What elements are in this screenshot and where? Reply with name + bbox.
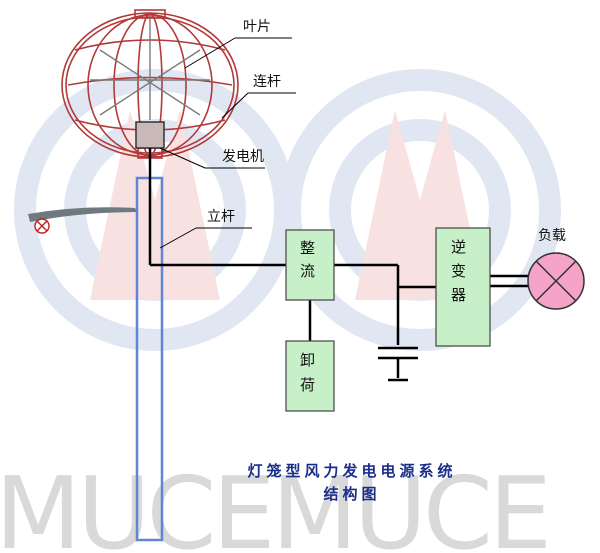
rectifier-box <box>285 229 335 301</box>
pole-label: 立杆 <box>207 209 235 225</box>
rectifier-label-1: 整 <box>300 239 315 257</box>
dump-load-label-2: 荷 <box>300 376 315 394</box>
output-wires <box>490 274 528 288</box>
rectifier-label-2: 流 <box>300 262 315 280</box>
dump-load-box <box>285 340 335 412</box>
inverter-label-2: 变 <box>451 262 466 280</box>
leader-lines <box>159 37 296 249</box>
generator-label: 发电机 <box>222 149 264 165</box>
dump-load-label-1: 卸 <box>300 351 315 369</box>
inverter-box <box>435 227 491 347</box>
lamp-icon <box>34 218 50 234</box>
load-label: 负载 <box>538 228 566 244</box>
turbine-rods <box>90 18 210 120</box>
inverter-label-3: 器 <box>451 286 466 304</box>
capacitor <box>378 346 418 382</box>
lamp-arm <box>28 207 137 222</box>
wiring <box>150 263 436 345</box>
watermark-text: MUCEMUCE <box>0 455 548 553</box>
diagram-title-line-1: 灯笼型风力发电电源系统 <box>247 462 456 480</box>
inverter-label-1: 逆 <box>451 238 466 256</box>
load-icon <box>527 252 585 310</box>
generator-box <box>135 121 165 149</box>
diagram-title-line-2: 结构图 <box>323 485 380 503</box>
blade-label: 叶片 <box>243 19 271 35</box>
rod-label: 连杆 <box>253 74 281 90</box>
